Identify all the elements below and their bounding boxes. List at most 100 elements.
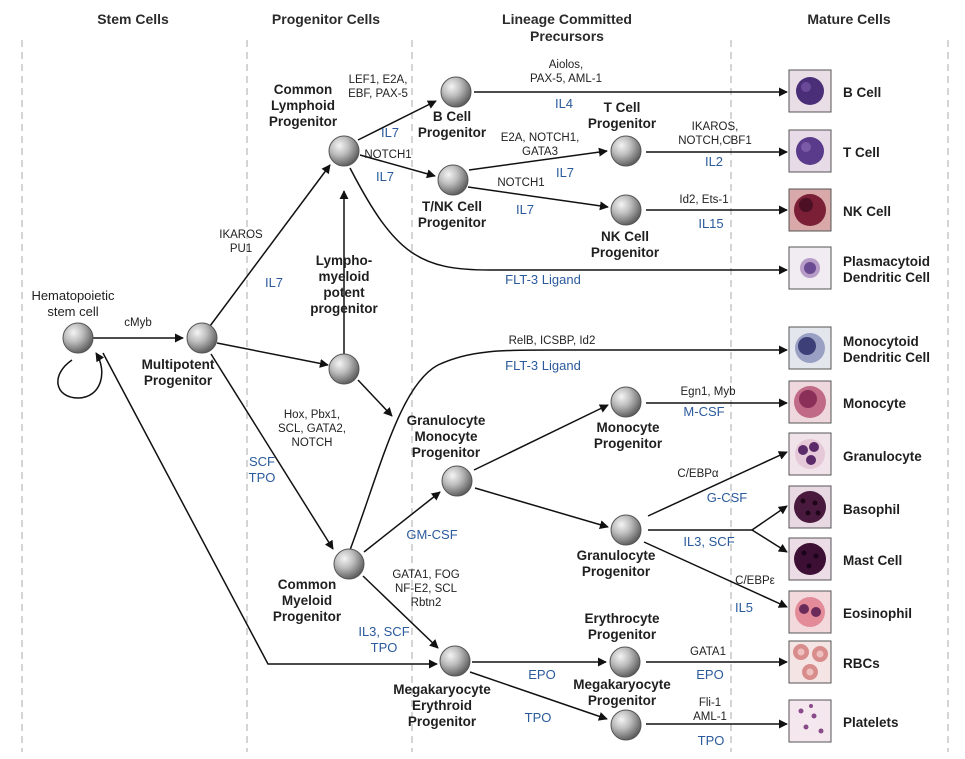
edge-cmp-mep — [362, 575, 439, 649]
annot-il4: IL4 — [555, 96, 573, 111]
annot-cebpe: C/EBPε — [735, 575, 775, 587]
edge-clp-tnk — [359, 154, 436, 179]
annot-flt3-a: FLT-3 Ligand — [505, 272, 581, 287]
column-headers: Stem Cells Progenitor Cells Lineage Comm… — [97, 11, 891, 44]
eosinophil-micrograph — [788, 590, 832, 634]
annot-gmcsf: GM-CSF — [406, 527, 457, 542]
nkp-node — [610, 194, 642, 226]
annot-il5: IL5 — [735, 600, 753, 615]
annot-il15: IL15 — [698, 216, 723, 231]
edge-gmp-monop — [473, 404, 609, 471]
annot-il7-d: IL7 — [556, 165, 574, 180]
annot-gata1: GATA1 — [690, 646, 726, 658]
mep-node — [439, 645, 471, 677]
edge-mpp-lmpp — [216, 342, 329, 368]
bcell-label: B Cell — [843, 85, 881, 100]
rbc-micrograph — [788, 640, 832, 684]
tcell-label: T Cell — [843, 145, 880, 160]
edge-mep-mkp — [469, 671, 608, 721]
basophil-micrograph — [788, 485, 832, 529]
edge-tnk-nkp — [467, 186, 609, 211]
platelets-micrograph — [788, 699, 832, 743]
annot-il3-scf-b: IL3, SCF — [683, 534, 734, 549]
edge-branch-basophil — [751, 505, 788, 531]
annot-epo-b: EPO — [696, 667, 723, 682]
edge-hsc-self-renewal — [57, 352, 105, 399]
edge-tnk-tcp — [468, 147, 608, 171]
mast-micrograph — [788, 537, 832, 581]
tnk-node — [437, 164, 469, 196]
annot-aiolos: Aiolos,PAX-5, AML-1 — [530, 59, 602, 85]
annot-lef1: LEF1, E2A,EBF, PAX-5 — [348, 74, 408, 100]
cmp-node — [333, 548, 365, 580]
edge-hsc-mep — [102, 352, 438, 669]
tcell-micrograph — [788, 129, 832, 173]
edge-mpp-clp — [209, 164, 331, 327]
clp-node — [328, 135, 360, 167]
progenitor-nodes — [62, 76, 642, 741]
granulocyte-micrograph — [788, 432, 832, 476]
annot-flt3-b: FLT-3 Ligand — [505, 358, 581, 373]
annot-hox: Hox, Pbx1,SCL, GATA2,NOTCH — [278, 409, 346, 449]
monocyte-label: Monocyte — [843, 396, 906, 411]
edge-branch-mast — [751, 529, 788, 553]
monocyte-micrograph — [788, 380, 832, 424]
annot-egn1: Egn1, Myb — [681, 386, 736, 398]
edge-cmp-mdc — [349, 345, 788, 551]
mpp-node — [186, 322, 218, 354]
annot-epo-a: EPO — [528, 667, 555, 682]
edge-clp-bcp — [357, 100, 437, 141]
annot-notch1-a: NOTCH1 — [364, 149, 411, 161]
annot-il7-b: IL7 — [381, 125, 399, 140]
eryp-node — [609, 646, 641, 678]
granulocyte-label: Granulocyte — [843, 449, 922, 464]
basophil-label: Basophil — [843, 502, 900, 517]
rbc-label: RBCs — [843, 656, 880, 671]
annot-il7-c: IL7 — [376, 169, 394, 184]
mast-label: Mast Cell — [843, 553, 902, 568]
annot-notch1-b: NOTCH1 — [497, 177, 544, 189]
platelets-label: Platelets — [843, 715, 899, 730]
edges — [57, 87, 788, 729]
annot-tpo-b: TPO — [698, 733, 725, 748]
column-dividers — [21, 40, 949, 752]
mkp-node — [610, 709, 642, 741]
gmp-node — [441, 465, 473, 497]
edge-cmp-gmp — [363, 491, 441, 553]
annot-id2-ets: Id2, Ets-1 — [679, 194, 728, 206]
annot-tpo-a: TPO — [525, 710, 552, 725]
header-stem: Stem Cells — [97, 11, 169, 27]
eosinophil-label: Eosinophil — [843, 606, 912, 621]
pdc-micrograph — [788, 246, 832, 290]
nkcell-micrograph — [788, 188, 832, 232]
header-progenitor: Progenitor Cells — [272, 11, 380, 27]
annot-gcsf: G-CSF — [707, 490, 748, 505]
bcell-micrograph — [788, 69, 832, 113]
lmpp-node — [328, 353, 360, 385]
header-mature: Mature Cells — [807, 11, 890, 27]
annot-il2: IL2 — [705, 154, 723, 169]
edge-mpp-cmp — [210, 353, 334, 550]
annot-cebpa: C/EBPα — [677, 468, 719, 480]
